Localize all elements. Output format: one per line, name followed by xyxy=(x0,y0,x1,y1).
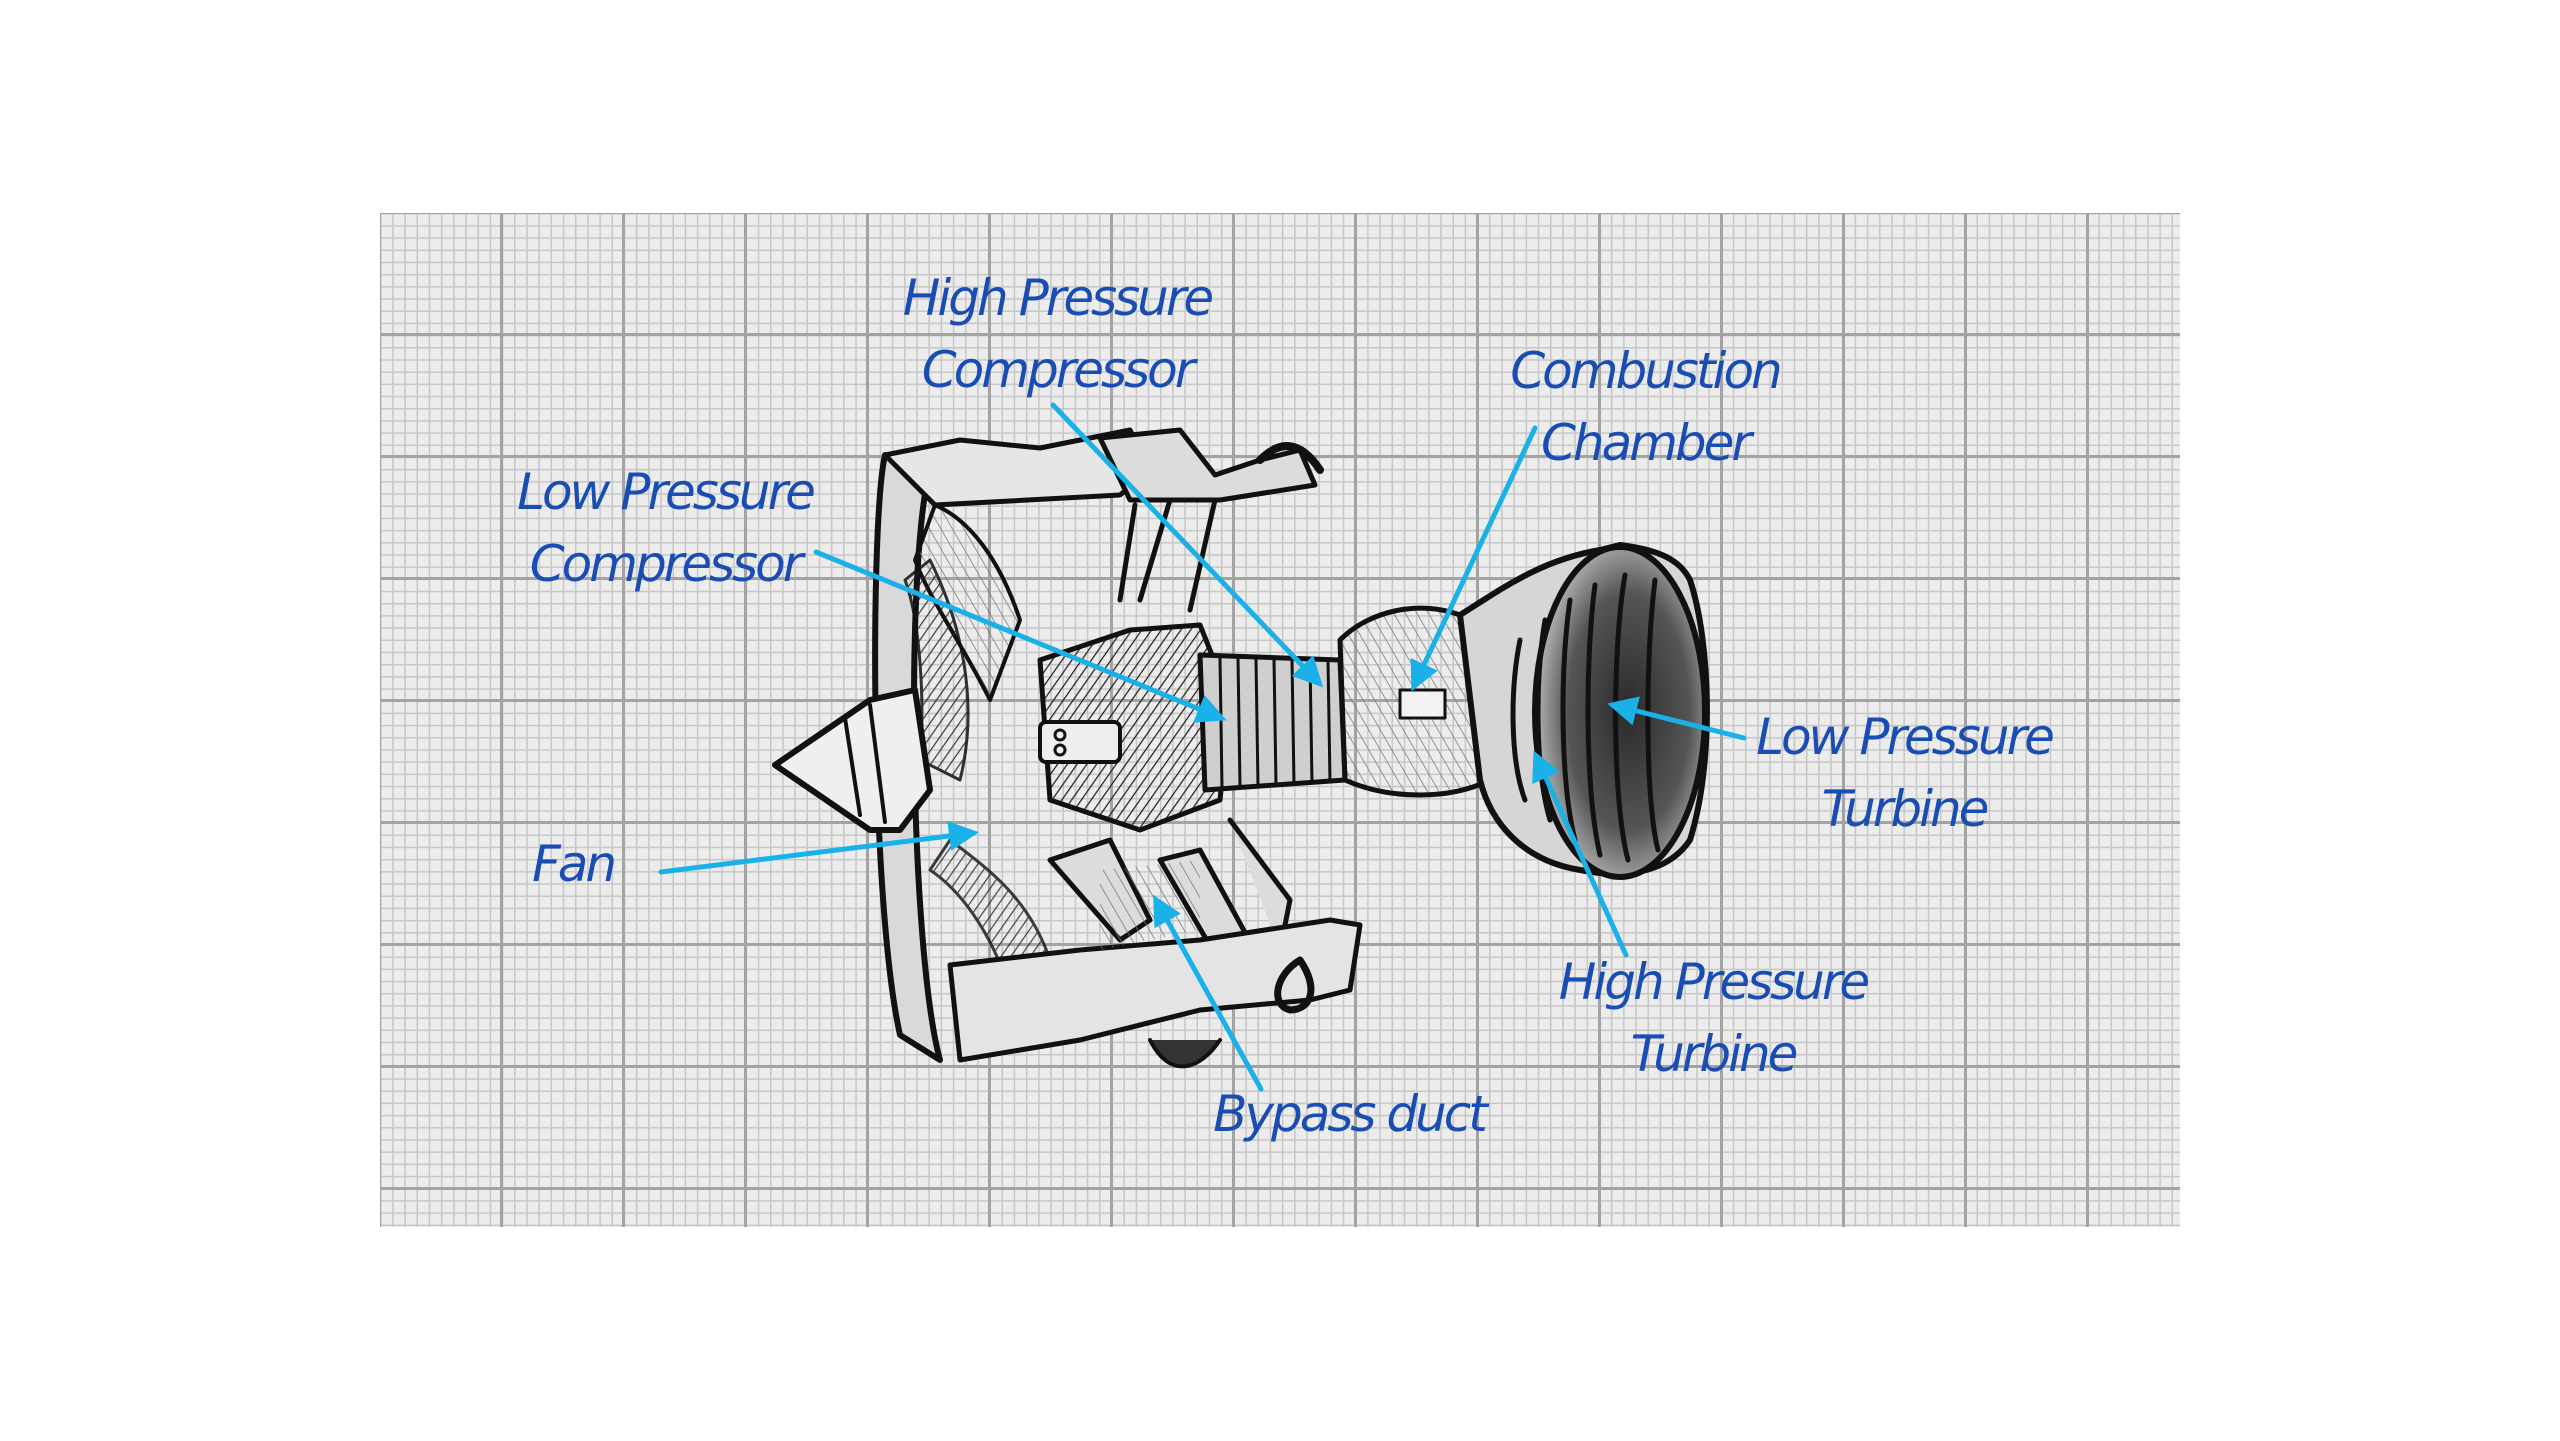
arrow-lpt xyxy=(1607,696,1747,741)
label-line: Fan xyxy=(531,835,617,893)
label-line: Combustion xyxy=(1510,342,1782,400)
label-bypass-duct: Bypass duct xyxy=(1213,1078,1488,1150)
engine-body xyxy=(772,427,1710,1069)
arrow-fan xyxy=(658,821,979,875)
arrow-bypass xyxy=(1153,894,1264,1092)
label-high-pressure-turbine: High Pressure Turbine xyxy=(1558,946,1870,1090)
arrow-cc xyxy=(1410,425,1538,692)
label-line: High Pressure xyxy=(902,269,1214,327)
label-low-pressure-turbine: Low Pressure Turbine xyxy=(1756,701,2055,845)
callout-arrows xyxy=(658,402,1747,1092)
label-line: High Pressure xyxy=(1558,953,1870,1011)
arrow-hpc xyxy=(1050,402,1324,688)
label-combustion-chamber: Combustion Chamber xyxy=(1510,335,1782,479)
upper-nacelle xyxy=(882,427,1153,508)
lower-nacelle xyxy=(947,917,1363,1063)
arrow-lpc xyxy=(813,549,1227,723)
label-line: Bypass duct xyxy=(1213,1085,1488,1143)
label-line: Turbine xyxy=(1821,780,1990,838)
label-line: Low Pressure xyxy=(517,463,816,521)
label-low-pressure-compressor: Low Pressure Compressor xyxy=(517,456,816,600)
arrow-hpt xyxy=(1532,750,1629,958)
label-line: Compressor xyxy=(529,535,804,593)
label-line: Chamber xyxy=(1540,414,1752,472)
label-line: Turbine xyxy=(1630,1025,1799,1083)
label-line: Low Pressure xyxy=(1756,708,2055,766)
label-high-pressure-compressor: High Pressure Compressor xyxy=(902,262,1214,406)
label-fan: Fan xyxy=(531,828,617,900)
label-line: Compressor xyxy=(921,341,1196,399)
